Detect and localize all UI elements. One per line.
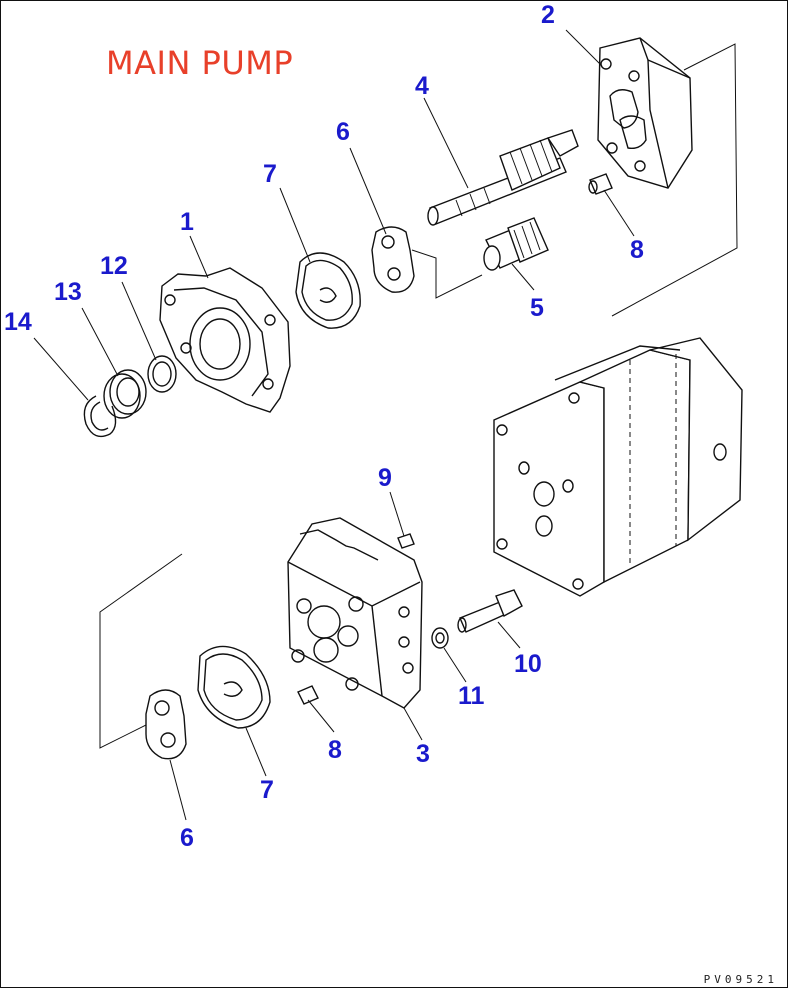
part-8-lower-pin	[297, 685, 319, 705]
callout-12: 12	[100, 252, 128, 280]
part-9-pin	[397, 533, 415, 549]
part-3-gear-case	[287, 517, 423, 709]
callout-labels: 2 4 6 7 1 12 13 14 8 5 9 10 11 8 3 7 6	[4, 1, 644, 852]
part-2-cover	[597, 37, 693, 189]
callout-14: 14	[4, 308, 32, 336]
callout-5: 5	[530, 294, 544, 322]
callout-4: 4	[415, 72, 429, 100]
upper-frame-lines	[411, 43, 738, 317]
part-6-upper-bushing	[371, 226, 415, 293]
part-5-driven-gear	[483, 217, 549, 271]
callout-2: 2	[541, 1, 555, 29]
part-1-flange-housing	[159, 267, 291, 413]
callout-13: 13	[54, 278, 82, 306]
callout-11: 11	[458, 682, 485, 710]
callout-7-upper: 7	[263, 160, 277, 188]
part-4-drive-shaft	[427, 129, 579, 226]
part-13-oil-seal	[103, 369, 147, 419]
pump-body-assembly	[493, 337, 743, 597]
leader-lines	[33, 29, 635, 821]
callout-8-upper: 8	[630, 236, 644, 264]
part-8-upper-pin	[588, 173, 613, 195]
part-12-seal-ring	[147, 355, 177, 393]
callout-6-upper: 6	[336, 118, 350, 146]
part-14-snap-ring	[83, 395, 117, 438]
callout-6-lower: 6	[180, 824, 194, 852]
part-10-bolt	[457, 589, 523, 633]
part-11-washer	[431, 627, 449, 649]
callout-10: 10	[514, 650, 542, 678]
part-6-lower-bushing	[145, 689, 187, 760]
callout-7-lower: 7	[260, 776, 274, 804]
part-7-lower-seal	[197, 645, 271, 729]
drawing-code: PV09521	[703, 973, 778, 986]
callout-8-lower: 8	[328, 736, 342, 764]
callout-3: 3	[416, 740, 430, 768]
callout-9: 9	[378, 464, 392, 492]
callout-1: 1	[180, 208, 194, 236]
diagram-title: MAIN PUMP	[106, 44, 294, 82]
part-7-upper-seal	[295, 252, 361, 329]
lower-frame-lines	[99, 553, 183, 749]
